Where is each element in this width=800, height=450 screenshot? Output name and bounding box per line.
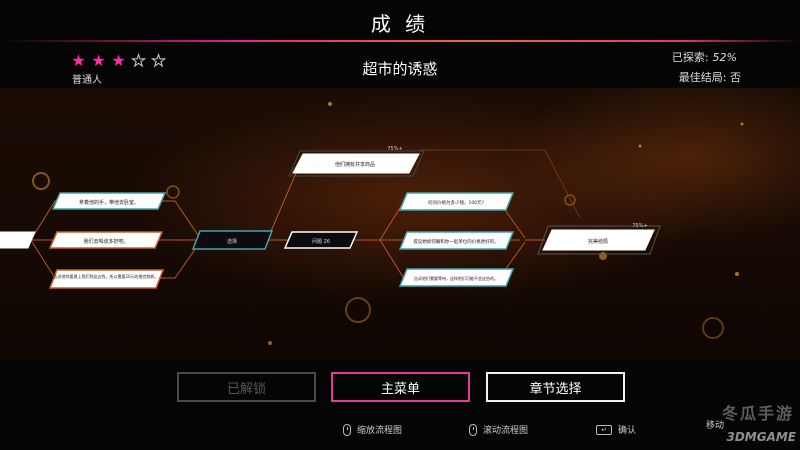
- hint-move-label: 移动: [706, 421, 725, 431]
- node-top-text: 他们拥有共享商品: [335, 161, 375, 168]
- bokeh-circle: [599, 252, 607, 260]
- hint-confirm-label: 确认: [618, 426, 637, 436]
- flowchart-area[interactable]: 拿着他的手，带他去卧室。 我们去喝该多奶吧。 告诉他你要建上我们到这边找，所以需…: [0, 88, 800, 360]
- node-choice-text: 选择: [227, 238, 237, 245]
- hint-move: 移动: [706, 418, 724, 431]
- node-b1-shape: [398, 192, 515, 211]
- bokeh-circle: [32, 172, 50, 190]
- enter-key-icon: ↵: [596, 424, 612, 435]
- bokeh-circle: [735, 272, 739, 276]
- node-ending-shape: [542, 229, 655, 251]
- node-b3-text: 告诉他们需要等待，这样他们可能不会这些的。: [414, 275, 498, 281]
- hint-scroll: 滚动流程图: [469, 423, 528, 436]
- explored-label: 已探索:: [671, 51, 709, 64]
- hint-zoom: 缩放流程图: [343, 423, 402, 436]
- bokeh-circle: [166, 185, 180, 199]
- node-question-text: 问题 26: [312, 238, 330, 245]
- hint-scroll-label: 滚动流程图: [483, 426, 529, 436]
- hint-confirm: ↵ 确认: [596, 423, 636, 436]
- bokeh-circle: [740, 122, 744, 126]
- node-b1[interactable]: 问问价格为多少钱，100元?: [398, 192, 515, 211]
- node-a2-shape: [48, 231, 164, 249]
- node-ending-text: 完美结局: [588, 238, 608, 245]
- bokeh-circle: [268, 341, 272, 345]
- rank-label: 普通人: [72, 75, 102, 86]
- node-a2-text: 我们去喝该多奶吧。: [83, 238, 128, 245]
- mouse-icon: [343, 423, 351, 436]
- node-a3-shape: [48, 269, 165, 289]
- explored-stat: 已探索:52%: [672, 49, 737, 65]
- node-choice-shape: [191, 230, 274, 250]
- node-ending[interactable]: 完美结局 75%+: [537, 223, 661, 255]
- node-ending-outline: [537, 225, 661, 255]
- bokeh-circle: [638, 144, 642, 148]
- node-b3-shape: [398, 268, 515, 287]
- node-question-shape: [283, 231, 359, 249]
- star-filled-icon: ★: [91, 51, 106, 70]
- page-title: 成 绩: [370, 12, 430, 36]
- node-a1[interactable]: 拿着他的手，带他去卧室。: [51, 192, 167, 210]
- node-start-shape: [0, 231, 36, 249]
- node-ending-percent: 75%+: [632, 223, 647, 229]
- unlocked-button[interactable]: 已解锁: [177, 372, 316, 402]
- node-top-percent: 75%+: [387, 146, 402, 152]
- node-top-shape: [292, 153, 420, 174]
- node-b1-text: 问问价格为多少钱，100元?: [428, 199, 485, 206]
- hint-zoom-label: 缩放流程图: [357, 426, 403, 436]
- node-b2[interactable]: 提议她如何确和你一起单位的价格更好的。: [398, 231, 515, 250]
- chapter-name: 超市的诱惑: [362, 60, 438, 78]
- bottom-bar: 已解锁 主菜单 章节选择 缩放流程图 滚动流程图 ↵ 确认 移动 冬瓜手游 3D…: [0, 360, 800, 450]
- flowchart-svg: 拿着他的手，带他去卧室。 我们去喝该多奶吧。 告诉他你要建上我们到这边找，所以需…: [0, 102, 744, 345]
- star-filled-icon: ★: [111, 51, 126, 70]
- watermark-sub: 冬瓜手游: [721, 404, 794, 423]
- node-b2-shape: [398, 231, 515, 250]
- bokeh-circle: [328, 102, 332, 106]
- watermark-logo: 3DMGAME: [726, 430, 796, 444]
- bokeh-circle: [564, 194, 576, 206]
- main-menu-button[interactable]: 主菜单: [331, 372, 470, 402]
- node-a2[interactable]: 我们去喝该多奶吧。: [48, 231, 164, 249]
- node-start[interactable]: [0, 231, 36, 249]
- chapter-select-button[interactable]: 章节选择: [486, 372, 625, 402]
- star-empty-icon: ★: [151, 51, 166, 70]
- node-top-outline: [288, 150, 425, 177]
- star-filled-icon: ★: [71, 51, 86, 70]
- results-header: 成 绩 ★ ★ ★ ★ ★ 普通人 超市的诱惑 已探索:52% 最佳结局: 否: [0, 0, 800, 88]
- explored-value: 52%: [712, 51, 737, 64]
- star-empty-icon: ★: [131, 51, 146, 70]
- node-top[interactable]: 他们拥有共享商品 75%+: [288, 146, 425, 177]
- bokeh-circle: [345, 297, 371, 323]
- rating-stars: ★ ★ ★ ★ ★: [70, 51, 167, 70]
- node-question[interactable]: 问题 26: [283, 231, 359, 249]
- node-b3[interactable]: 告诉他们需要等待，这样他们可能不会这些的。: [398, 268, 515, 287]
- node-choice[interactable]: 选择: [191, 230, 274, 250]
- best-ending-stat: 最佳结局: 否: [678, 71, 741, 84]
- node-a1-shape: [51, 192, 167, 210]
- node-a1-text: 拿着他的手，带他去卧室。: [79, 199, 139, 206]
- node-a3[interactable]: 告诉他你要建上我们到这边找，所以需要20元的便宜物质。: [48, 269, 165, 289]
- mouse-scroll-icon: [469, 423, 477, 436]
- node-b2-text: 提议她如何确和你一起单位的价格更好的。: [413, 238, 499, 245]
- node-a3-text: 告诉他你要建上我们到这边找，所以需要20元的便宜物质。: [53, 273, 158, 279]
- title-divider: [0, 40, 800, 42]
- bokeh-circle: [702, 317, 724, 339]
